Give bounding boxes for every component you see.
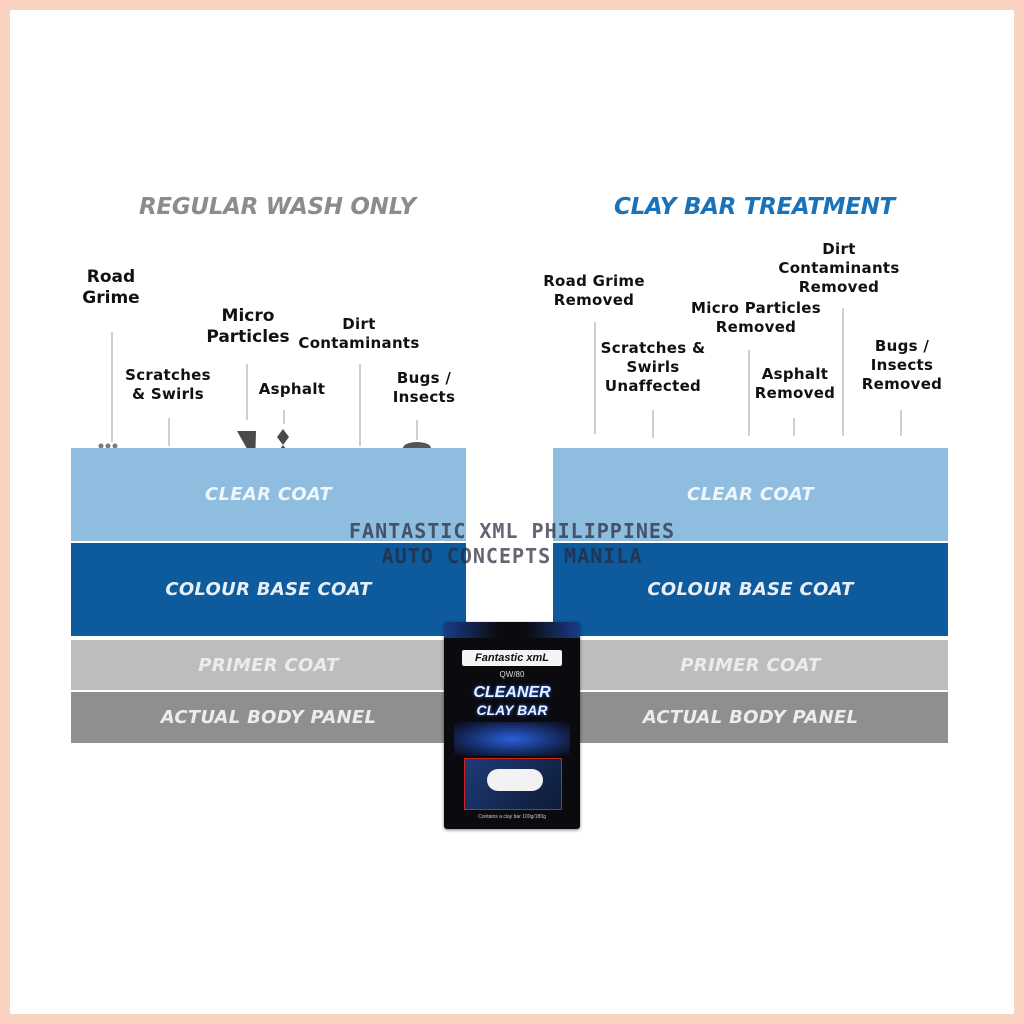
clay-bar-image	[487, 769, 543, 791]
product-photo	[464, 758, 562, 810]
road-grime-dot	[98, 443, 104, 449]
leader-line	[416, 420, 418, 440]
leader-line	[283, 410, 285, 424]
left-heading: REGULAR WASH ONLY	[139, 194, 416, 220]
right-base-coat: COLOUR BASE COAT	[553, 543, 948, 636]
diagram-frame: REGULAR WASH ONLY CLAY BAR TREATMENT Roa…	[10, 10, 1014, 1014]
watermark-line-2: AUTO CONCEPTS MANILA	[381, 544, 643, 568]
road-grime-dot	[112, 443, 118, 449]
product-title-2: CLAY BAR	[476, 702, 548, 718]
leader-line	[652, 410, 654, 438]
product-package: Fantastic xmL QW/80 CLEANER CLAY BAR Con…	[444, 622, 580, 829]
leader-line	[594, 322, 596, 434]
right-heading: CLAY BAR TREATMENT	[614, 194, 895, 220]
leader-line	[793, 418, 795, 436]
road-grime-dot	[105, 443, 111, 449]
product-footer: Contains a clay bar 100g/180g	[478, 814, 546, 820]
label-scratches-swirls: Scratches& Swirls	[125, 366, 211, 403]
right-body-panel: ACTUAL BODY PANEL	[553, 692, 948, 743]
left-clear-coat: CLEAR COAT	[71, 448, 466, 541]
right-primer-coat: PRIMER COAT	[553, 640, 948, 690]
leader-line	[246, 364, 248, 420]
pack-top-strip	[444, 622, 580, 638]
leader-line	[842, 308, 844, 436]
left-base-coat: COLOUR BASE COAT	[71, 543, 466, 636]
watermark-line-1: FANTASTIC XML PHILIPPINES	[348, 519, 676, 543]
leader-line	[900, 410, 902, 436]
pack-glow	[454, 722, 570, 756]
brand-logo: Fantastic xmL	[462, 650, 562, 666]
product-title-1: CLEANER	[473, 684, 551, 701]
leader-line	[359, 364, 361, 446]
label-asphalt: Asphalt	[258, 380, 326, 398]
product-code: QW/80	[499, 670, 525, 679]
left-primer-coat: PRIMER COAT	[71, 640, 466, 690]
label-bugs-insects: Bugs /Insects	[392, 369, 456, 406]
left-body-panel: ACTUAL BODY PANEL	[71, 692, 466, 743]
right-clear-coat: CLEAR COAT	[553, 448, 948, 541]
leader-line	[111, 332, 113, 442]
asphalt-chunk	[277, 429, 289, 445]
leader-line	[168, 418, 170, 446]
leader-line	[748, 350, 750, 436]
